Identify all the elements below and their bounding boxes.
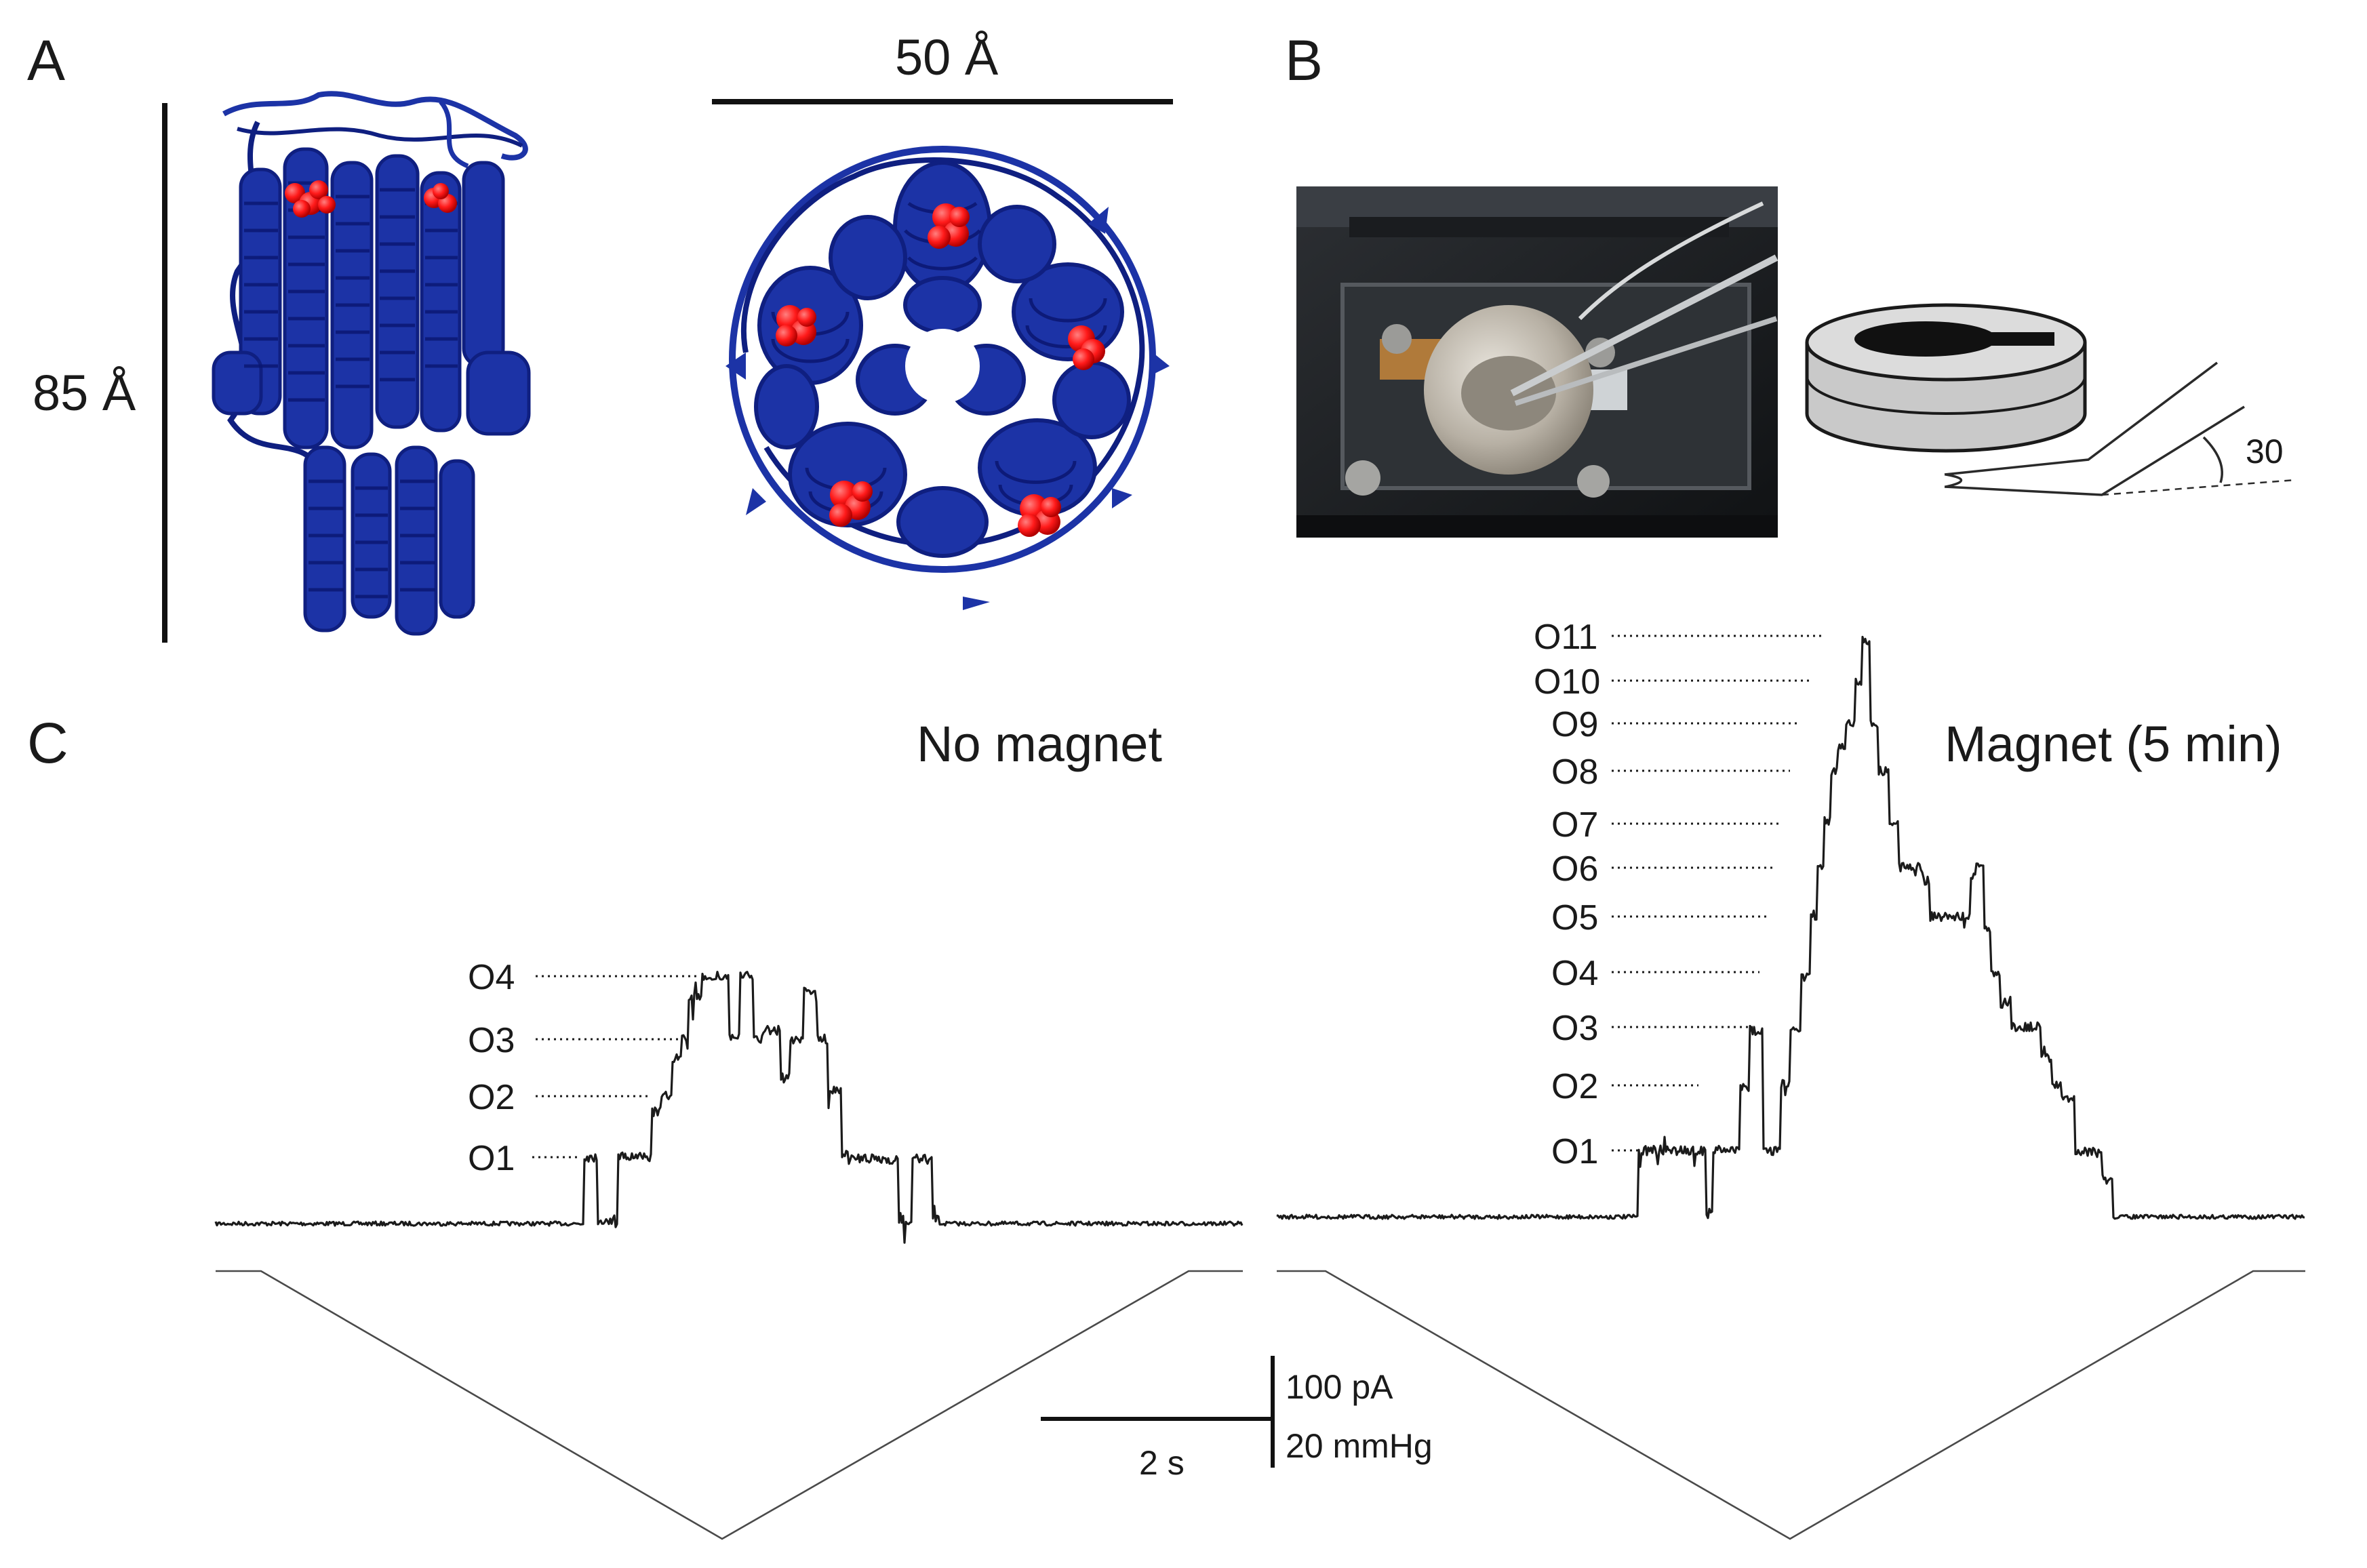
- level-label-o4: O4: [468, 958, 515, 997]
- level-label-o1: O1: [468, 1139, 515, 1178]
- width-scale-label: 50 Å: [895, 29, 999, 85]
- level-label-o9: O9: [1551, 705, 1598, 744]
- panel-label-a: A: [27, 28, 65, 92]
- panel-label-c: C: [27, 711, 68, 775]
- channel-side-view: [212, 91, 531, 636]
- height-scale-label: 85 Å: [33, 365, 136, 421]
- level-label-o6: O6: [1551, 849, 1598, 889]
- level-label-o8: O8: [1551, 752, 1598, 792]
- level-label-o10: O10: [1534, 662, 1600, 702]
- level-label-o1: O1: [1551, 1132, 1598, 1171]
- current-scale-label: 100 pA: [1286, 1368, 1393, 1406]
- level-label-o3: O3: [468, 1021, 515, 1060]
- setup-photo: [1296, 186, 1778, 538]
- right-trace-title: Magnet (5 min): [1945, 716, 2282, 772]
- current-trace-magnet: [1276, 635, 2305, 1220]
- magnet-diagram: [1805, 303, 2087, 453]
- pressure-ramp-magnet: [1277, 1270, 2305, 1540]
- left-trace-title: No magnet: [917, 716, 1162, 772]
- level-label-o3: O3: [1551, 1009, 1598, 1048]
- level-label-o2: O2: [468, 1078, 515, 1117]
- level-label-o11: O11: [1534, 618, 1597, 657]
- left-level-markers: O1 O2 O3 O4: [468, 958, 698, 1178]
- level-label-o5: O5: [1551, 898, 1598, 938]
- scale-bar: 2 s 100 pA 20 mmHg: [1041, 1356, 1433, 1482]
- pipette-diagram: [1944, 361, 2296, 496]
- right-current-trace: O1 O2 O3 O4 O5 O6 O7 O8 O9 O10 O11: [1276, 618, 2305, 1220]
- pressure-ramp-no-magnet: [216, 1270, 1243, 1540]
- level-label-o7: O7: [1551, 805, 1598, 845]
- current-trace-no-magnet: [214, 971, 1244, 1244]
- pressure-scale-label: 20 mmHg: [1286, 1427, 1433, 1465]
- level-label-o2: O2: [1551, 1067, 1598, 1106]
- angle-label: 30: [2246, 433, 2284, 470]
- panel-label-b: B: [1285, 28, 1323, 92]
- level-label-o4: O4: [1551, 954, 1598, 993]
- time-scale-label: 2 s: [1139, 1444, 1185, 1482]
- right-level-markers: O1 O2 O3 O4 O5 O6 O7 O8 O9 O10 O11: [1534, 618, 1821, 1171]
- channel-top-view: [725, 146, 1170, 610]
- left-current-trace: O1 O2 O3 O4: [214, 958, 1244, 1244]
